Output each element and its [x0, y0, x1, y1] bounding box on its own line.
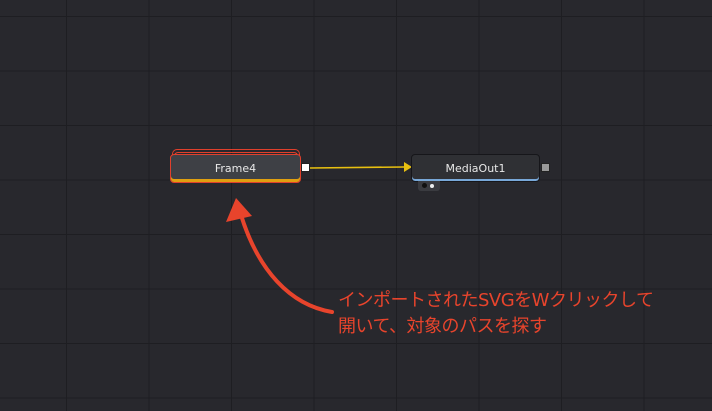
node-frame4[interactable]: Frame4 — [170, 154, 301, 183]
view-dot-icon[interactable] — [430, 183, 434, 188]
annotation-arrowhead-icon — [226, 198, 252, 222]
node-mediaout1[interactable]: MediaOut1 — [411, 154, 540, 182]
input-arrow-icon — [404, 162, 412, 172]
mediaout1-view-toggle[interactable] — [418, 181, 440, 191]
mediaout1-output-port[interactable] — [541, 163, 550, 172]
annotation-text: インポートされたSVGをWクリックして 開いて、対象のパスを探す — [338, 288, 654, 340]
annotation-arrow — [239, 213, 334, 314]
annotation-line: インポートされたSVGをWクリックして — [338, 290, 654, 311]
annotation-line: 開いて、対象のパスを探す — [338, 316, 547, 337]
node-label: Frame4 — [214, 162, 257, 175]
connection-line[interactable] — [309, 166, 405, 169]
view-dot-icon[interactable] — [422, 183, 427, 188]
frame4-output-port[interactable] — [301, 163, 310, 172]
node-label: MediaOut1 — [445, 161, 506, 175]
